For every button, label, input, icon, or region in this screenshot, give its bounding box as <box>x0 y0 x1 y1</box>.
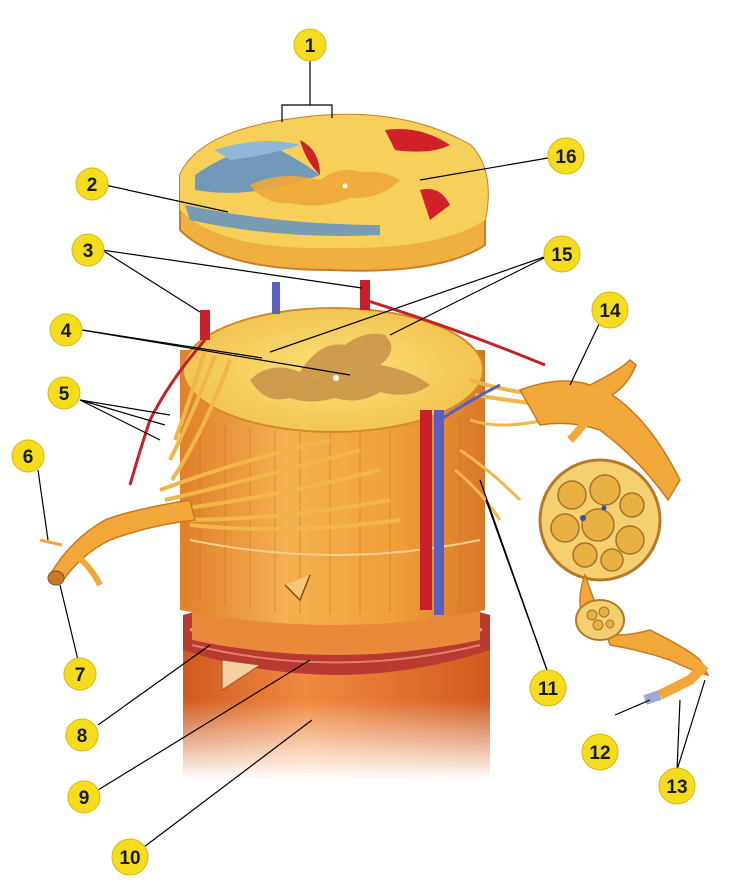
cord-cut-surface <box>182 307 484 433</box>
badge-10-label: 10 <box>119 848 140 869</box>
badge-1: 1 <box>293 28 327 62</box>
badge-16-label: 16 <box>555 147 576 168</box>
badge-6-label: 6 <box>23 447 34 468</box>
badge-16: 16 <box>547 137 585 175</box>
badge-4-label: 4 <box>61 321 72 342</box>
grey-matter <box>250 333 430 402</box>
badge-13: 13 <box>658 767 696 805</box>
badge-13-label: 13 <box>666 777 687 798</box>
badge-12-label: 12 <box>589 743 610 764</box>
badge-2-label: 2 <box>87 175 98 196</box>
badge-1-label: 1 <box>305 36 316 57</box>
spinal-nerve-left <box>39 499 196 587</box>
badge-10: 10 <box>111 838 149 876</box>
blood-vessels <box>128 280 546 615</box>
spinal-cord-slice <box>179 113 489 272</box>
leader-lines <box>37 58 706 851</box>
badge-3: 3 <box>71 233 105 267</box>
badge-9: 9 <box>67 780 101 814</box>
badge-11-label: 11 <box>538 679 559 700</box>
badge-15-label: 15 <box>551 245 573 266</box>
badge-5: 5 <box>47 376 81 410</box>
badge-4: 4 <box>49 313 83 347</box>
badge-6: 6 <box>11 439 45 473</box>
nerve-cross-section <box>538 458 662 582</box>
badge-15: 15 <box>543 235 581 273</box>
badge-7-label: 7 <box>75 665 86 686</box>
nerve-distal-segment <box>575 572 710 705</box>
badge-5-label: 5 <box>59 384 70 405</box>
badge-11: 11 <box>529 669 567 707</box>
spinal-nerve-right <box>518 358 681 502</box>
badge-14-label: 14 <box>599 301 621 322</box>
badge-9-label: 9 <box>79 788 90 809</box>
badge-14: 14 <box>591 291 629 329</box>
badge-7: 7 <box>63 657 97 691</box>
badge-3-label: 3 <box>83 241 94 262</box>
badge-2: 2 <box>75 167 109 201</box>
badge-12: 12 <box>581 733 619 771</box>
badge-8-label: 8 <box>77 726 88 747</box>
badge-8: 8 <box>65 718 99 752</box>
